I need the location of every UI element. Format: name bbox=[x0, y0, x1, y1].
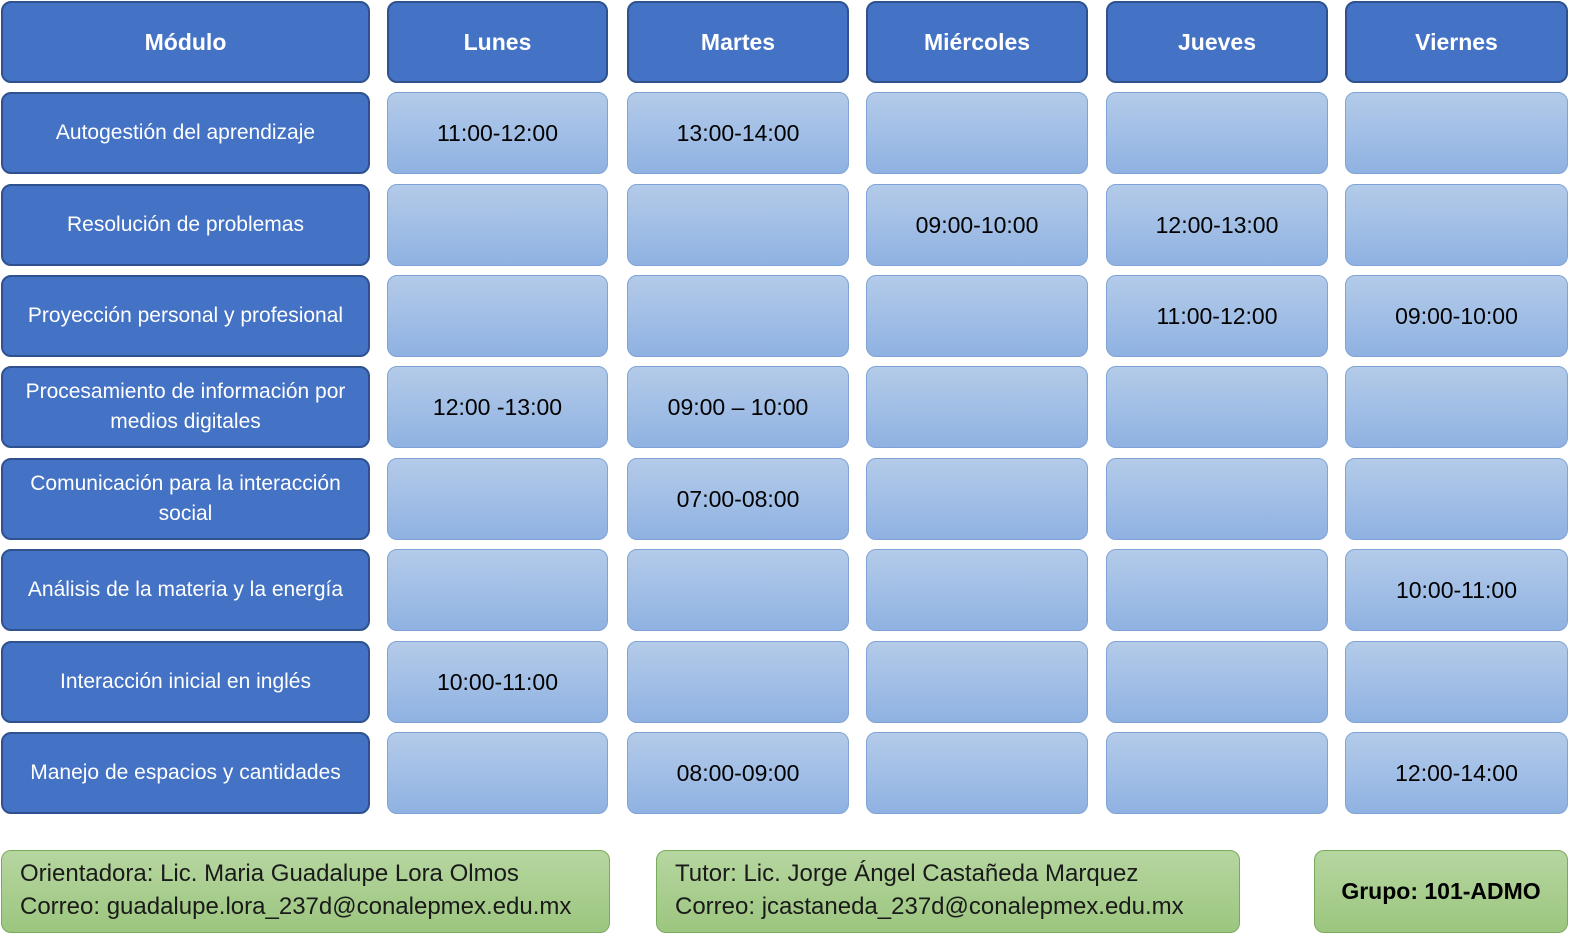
time-slot-miercoles bbox=[866, 732, 1088, 814]
time-slot-jueves: 12:00-13:00 bbox=[1106, 184, 1328, 266]
time-slot-martes: 07:00-08:00 bbox=[627, 458, 849, 540]
time-slot-miercoles bbox=[866, 549, 1088, 631]
time-slot-martes bbox=[627, 184, 849, 266]
module-name: Manejo de espacios y cantidades bbox=[1, 732, 370, 814]
time-slot-lunes bbox=[387, 184, 608, 266]
header-jueves: Jueves bbox=[1106, 1, 1328, 83]
time-slot-viernes bbox=[1345, 92, 1568, 174]
time-slot-viernes: 09:00-10:00 bbox=[1345, 275, 1568, 357]
time-slot-viernes bbox=[1345, 184, 1568, 266]
grupo-badge: Grupo: 101-ADMO bbox=[1314, 850, 1568, 933]
time-slot-miercoles bbox=[866, 275, 1088, 357]
time-slot-jueves bbox=[1106, 641, 1328, 723]
time-slot-martes: 13:00-14:00 bbox=[627, 92, 849, 174]
time-slot-viernes bbox=[1345, 641, 1568, 723]
time-slot-jueves bbox=[1106, 549, 1328, 631]
module-name: Análisis de la materia y la energía bbox=[1, 549, 370, 631]
time-slot-viernes: 12:00-14:00 bbox=[1345, 732, 1568, 814]
time-slot-jueves bbox=[1106, 366, 1328, 448]
time-slot-viernes bbox=[1345, 458, 1568, 540]
time-slot-miercoles bbox=[866, 92, 1088, 174]
time-slot-lunes: 11:00-12:00 bbox=[387, 92, 608, 174]
time-slot-miercoles: 09:00-10:00 bbox=[866, 184, 1088, 266]
time-slot-miercoles bbox=[866, 366, 1088, 448]
time-slot-lunes bbox=[387, 549, 608, 631]
time-slot-viernes: 10:00-11:00 bbox=[1345, 549, 1568, 631]
time-slot-lunes bbox=[387, 732, 608, 814]
time-slot-jueves bbox=[1106, 732, 1328, 814]
orientadora-name: Orientadora: Lic. Maria Guadalupe Lora O… bbox=[20, 860, 519, 887]
module-name: Proyección personal y profesional bbox=[1, 275, 370, 357]
time-slot-martes bbox=[627, 641, 849, 723]
tutor-email: Correo: jcastaneda_237d@conalepmex.edu.m… bbox=[675, 893, 1184, 920]
time-slot-lunes bbox=[387, 458, 608, 540]
time-slot-jueves bbox=[1106, 458, 1328, 540]
orientadora-box: Orientadora: Lic. Maria Guadalupe Lora O… bbox=[1, 850, 610, 933]
module-name: Resolución de problemas bbox=[1, 184, 370, 266]
time-slot-miercoles bbox=[866, 458, 1088, 540]
time-slot-lunes: 12:00 -13:00 bbox=[387, 366, 608, 448]
header-modulo: Módulo bbox=[1, 1, 370, 83]
time-slot-viernes bbox=[1345, 366, 1568, 448]
time-slot-miercoles bbox=[866, 641, 1088, 723]
orientadora-email: Correo: guadalupe.lora_237d@conalepmex.e… bbox=[20, 893, 572, 920]
tutor-name: Tutor: Lic. Jorge Ángel Castañeda Marque… bbox=[675, 860, 1139, 887]
time-slot-martes: 08:00-09:00 bbox=[627, 732, 849, 814]
time-slot-martes bbox=[627, 275, 849, 357]
time-slot-martes: 09:00 – 10:00 bbox=[627, 366, 849, 448]
module-name: Interacción inicial en inglés bbox=[1, 641, 370, 723]
header-martes: Martes bbox=[627, 1, 849, 83]
time-slot-martes bbox=[627, 549, 849, 631]
header-viernes: Viernes bbox=[1345, 1, 1568, 83]
tutor-box: Tutor: Lic. Jorge Ángel Castañeda Marque… bbox=[656, 850, 1240, 933]
time-slot-jueves bbox=[1106, 92, 1328, 174]
time-slot-lunes: 10:00-11:00 bbox=[387, 641, 608, 723]
module-name: Comunicación para la interacción social bbox=[1, 458, 370, 540]
time-slot-jueves: 11:00-12:00 bbox=[1106, 275, 1328, 357]
time-slot-lunes bbox=[387, 275, 608, 357]
module-name: Procesamiento de información por medios … bbox=[1, 366, 370, 448]
header-miercoles: Miércoles bbox=[866, 1, 1088, 83]
header-lunes: Lunes bbox=[387, 1, 608, 83]
module-name: Autogestión del aprendizaje bbox=[1, 92, 370, 174]
